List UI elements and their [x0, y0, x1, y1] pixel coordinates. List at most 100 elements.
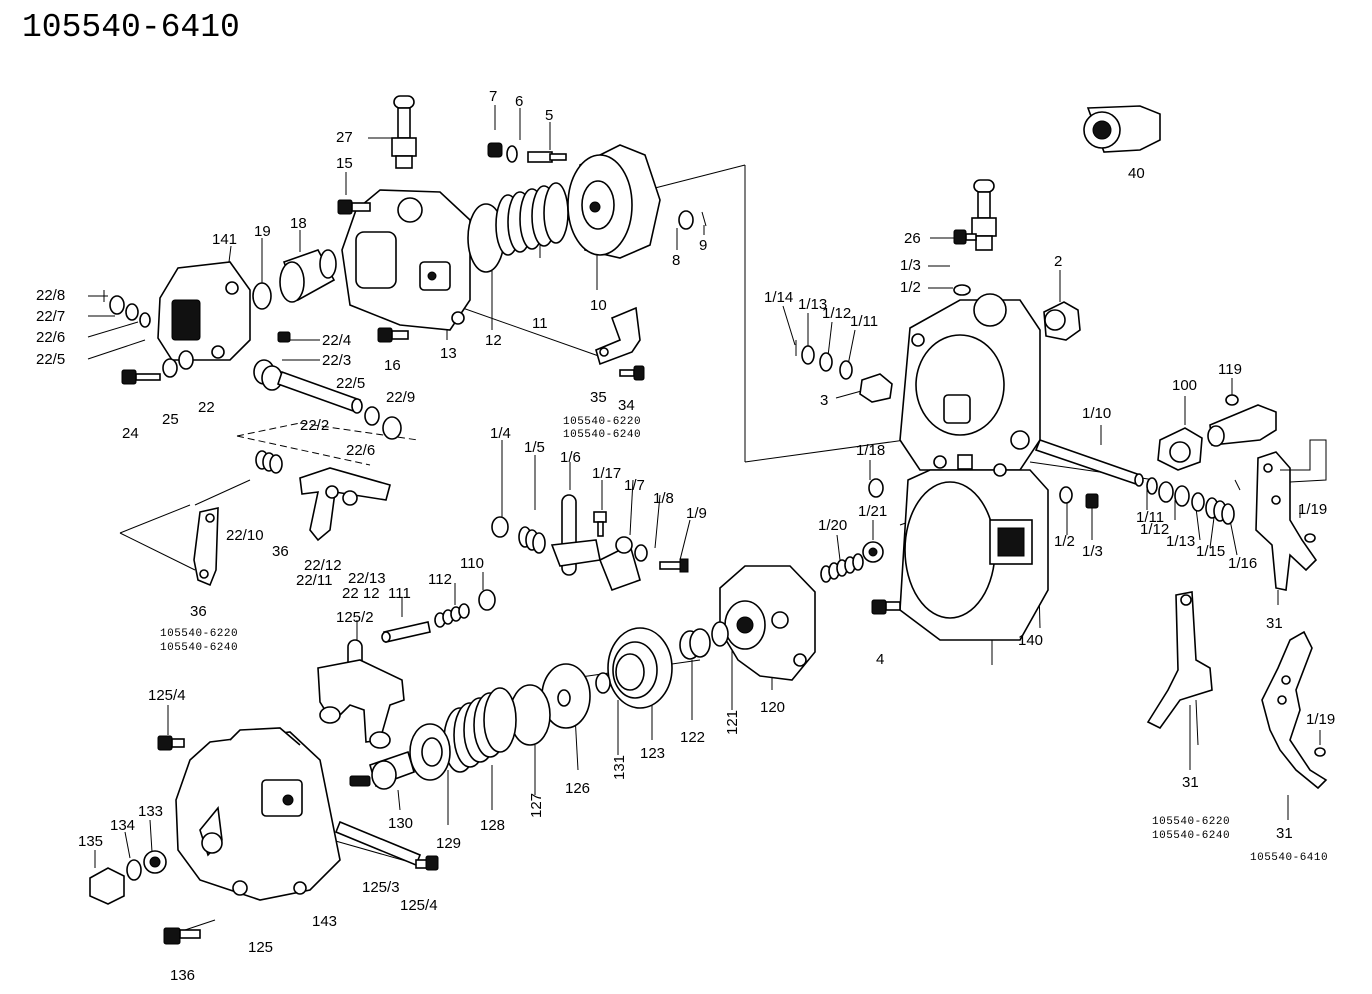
- part-1-10-shaft: [1034, 438, 1144, 487]
- part-1-18-washer: [868, 478, 884, 498]
- part-1-17-screw: [593, 511, 607, 537]
- label-34: 34: [618, 397, 635, 414]
- label-123: 123: [640, 745, 665, 762]
- part-13-housing: [341, 189, 471, 331]
- label-125-4-a: 125/4: [148, 687, 186, 704]
- part-19-oring: [252, 282, 272, 310]
- label-119: 119: [1218, 361, 1242, 378]
- label-112: 112: [428, 571, 452, 588]
- label-22-6-b: 22/6: [346, 442, 375, 459]
- label-1-20: 1/20: [818, 517, 847, 534]
- label-1-2-a: 1/2: [900, 279, 921, 296]
- part-1-4-spring: [491, 516, 546, 554]
- part-10-diaphragm: [567, 144, 661, 259]
- label-22-5-b: 22/5: [336, 375, 365, 392]
- part-main-housing-lower: [899, 454, 1049, 641]
- label-22-13: 22/13: [348, 570, 386, 587]
- label-131: 131: [611, 755, 628, 780]
- label-6: 6: [515, 93, 523, 110]
- part-40-nut: [1083, 105, 1161, 153]
- sublabel-31-c: 105540-6410: [1250, 852, 1328, 864]
- part-27-bolt: [391, 95, 417, 169]
- part-1-20-spring: [820, 553, 864, 583]
- label-31-c: 31: [1276, 825, 1293, 842]
- label-127: 127: [528, 793, 545, 818]
- label-130: 130: [388, 815, 413, 832]
- label-1-13-a: 1/13: [798, 296, 827, 313]
- label-1-18: 1/18: [856, 442, 885, 459]
- label-18: 18: [290, 215, 307, 232]
- part-125-2-yoke: [317, 639, 405, 749]
- label-24: 24: [122, 425, 139, 442]
- label-9: 9: [699, 237, 707, 254]
- label-1-15: 1/15: [1196, 543, 1225, 560]
- label-11: 11: [532, 315, 548, 332]
- part-122-sleeve: [679, 628, 711, 660]
- label-1-10: 1/10: [1082, 405, 1111, 422]
- part-2-plug: [1043, 301, 1081, 341]
- label-12: 12: [485, 332, 502, 349]
- label-22: 22: [198, 399, 215, 416]
- label-16: 16: [384, 357, 401, 374]
- label-22-10: 22/10: [226, 527, 264, 544]
- part-1-9-screw: [659, 558, 689, 573]
- part-120-flyweight: [719, 565, 816, 681]
- sublabel-36-b: 105540-6240: [160, 642, 238, 654]
- part-1-2-washer: [953, 284, 971, 296]
- part-1-14-set: [795, 340, 853, 380]
- label-2: 2: [1054, 253, 1062, 270]
- label-22-3: 22/3: [322, 352, 351, 369]
- part-125-4-screw-a: [157, 735, 185, 751]
- part-36-lever-a: [299, 467, 391, 542]
- part-1-3-screw: [953, 229, 977, 245]
- part-31-lever-b: [1146, 591, 1213, 746]
- part-125-cover-housing: [175, 727, 341, 901]
- label-1-17: 1/17: [592, 465, 621, 482]
- part-7-6-5: [487, 142, 567, 163]
- label-1-8: 1/8: [653, 490, 674, 507]
- label-27: 27: [336, 129, 353, 146]
- part-1-3-screw-b: [1085, 493, 1099, 509]
- sublabel-35-b: 105540-6240: [563, 429, 641, 441]
- part-number-labels: 7 6 5 27 15 141 19 18 22/8 22/7 22/6 22/…: [36, 88, 1335, 984]
- label-1-12-a: 1/12: [822, 305, 851, 322]
- label-125: 125: [248, 939, 273, 956]
- label-36-b: 36: [190, 603, 207, 620]
- label-121: 121: [724, 710, 741, 735]
- label-1-3-a: 1/3: [900, 257, 921, 274]
- sublabel-35-a: 105540-6220: [563, 416, 641, 428]
- part-121-ring: [711, 621, 729, 647]
- label-1-9: 1/9: [686, 505, 707, 522]
- label-22-8: 22/8: [36, 287, 65, 304]
- part-31-lever-a: [1234, 439, 1327, 591]
- part-131-ring: [595, 672, 611, 694]
- part-35-bracket: [595, 306, 641, 366]
- part-26-bolt: [971, 179, 997, 251]
- label-22-7: 22/7: [36, 308, 65, 325]
- part-135-cap: [89, 867, 125, 905]
- part-1-11-set: [1146, 477, 1235, 525]
- label-1-19-a: 1/19: [1298, 501, 1327, 518]
- label-110: 110: [460, 555, 484, 572]
- part-22-washers: [103, 290, 151, 328]
- part-main-housing-upper: [899, 293, 1041, 471]
- part-1-2-washer-b: [1059, 486, 1073, 504]
- part-8-washer: [678, 210, 694, 230]
- label-134: 134: [110, 817, 135, 834]
- sublabel-31-a: 105540-6220: [1152, 816, 1230, 828]
- part-130-screw: [349, 750, 415, 790]
- label-10: 10: [590, 297, 607, 314]
- label-36-a: 36: [272, 543, 289, 560]
- label-1-21: 1/21: [858, 503, 887, 520]
- label-122: 122: [680, 729, 705, 746]
- label-1-19-b: 1/19: [1306, 711, 1335, 728]
- part-34-screw: [619, 365, 645, 381]
- part-1-6-lever: [550, 494, 641, 592]
- part-31-lever-c: [1261, 533, 1328, 790]
- label-1-3-b: 1/3: [1082, 543, 1103, 560]
- label-128: 128: [480, 817, 505, 834]
- part-111-pin: [381, 621, 431, 643]
- label-4: 4: [876, 651, 884, 668]
